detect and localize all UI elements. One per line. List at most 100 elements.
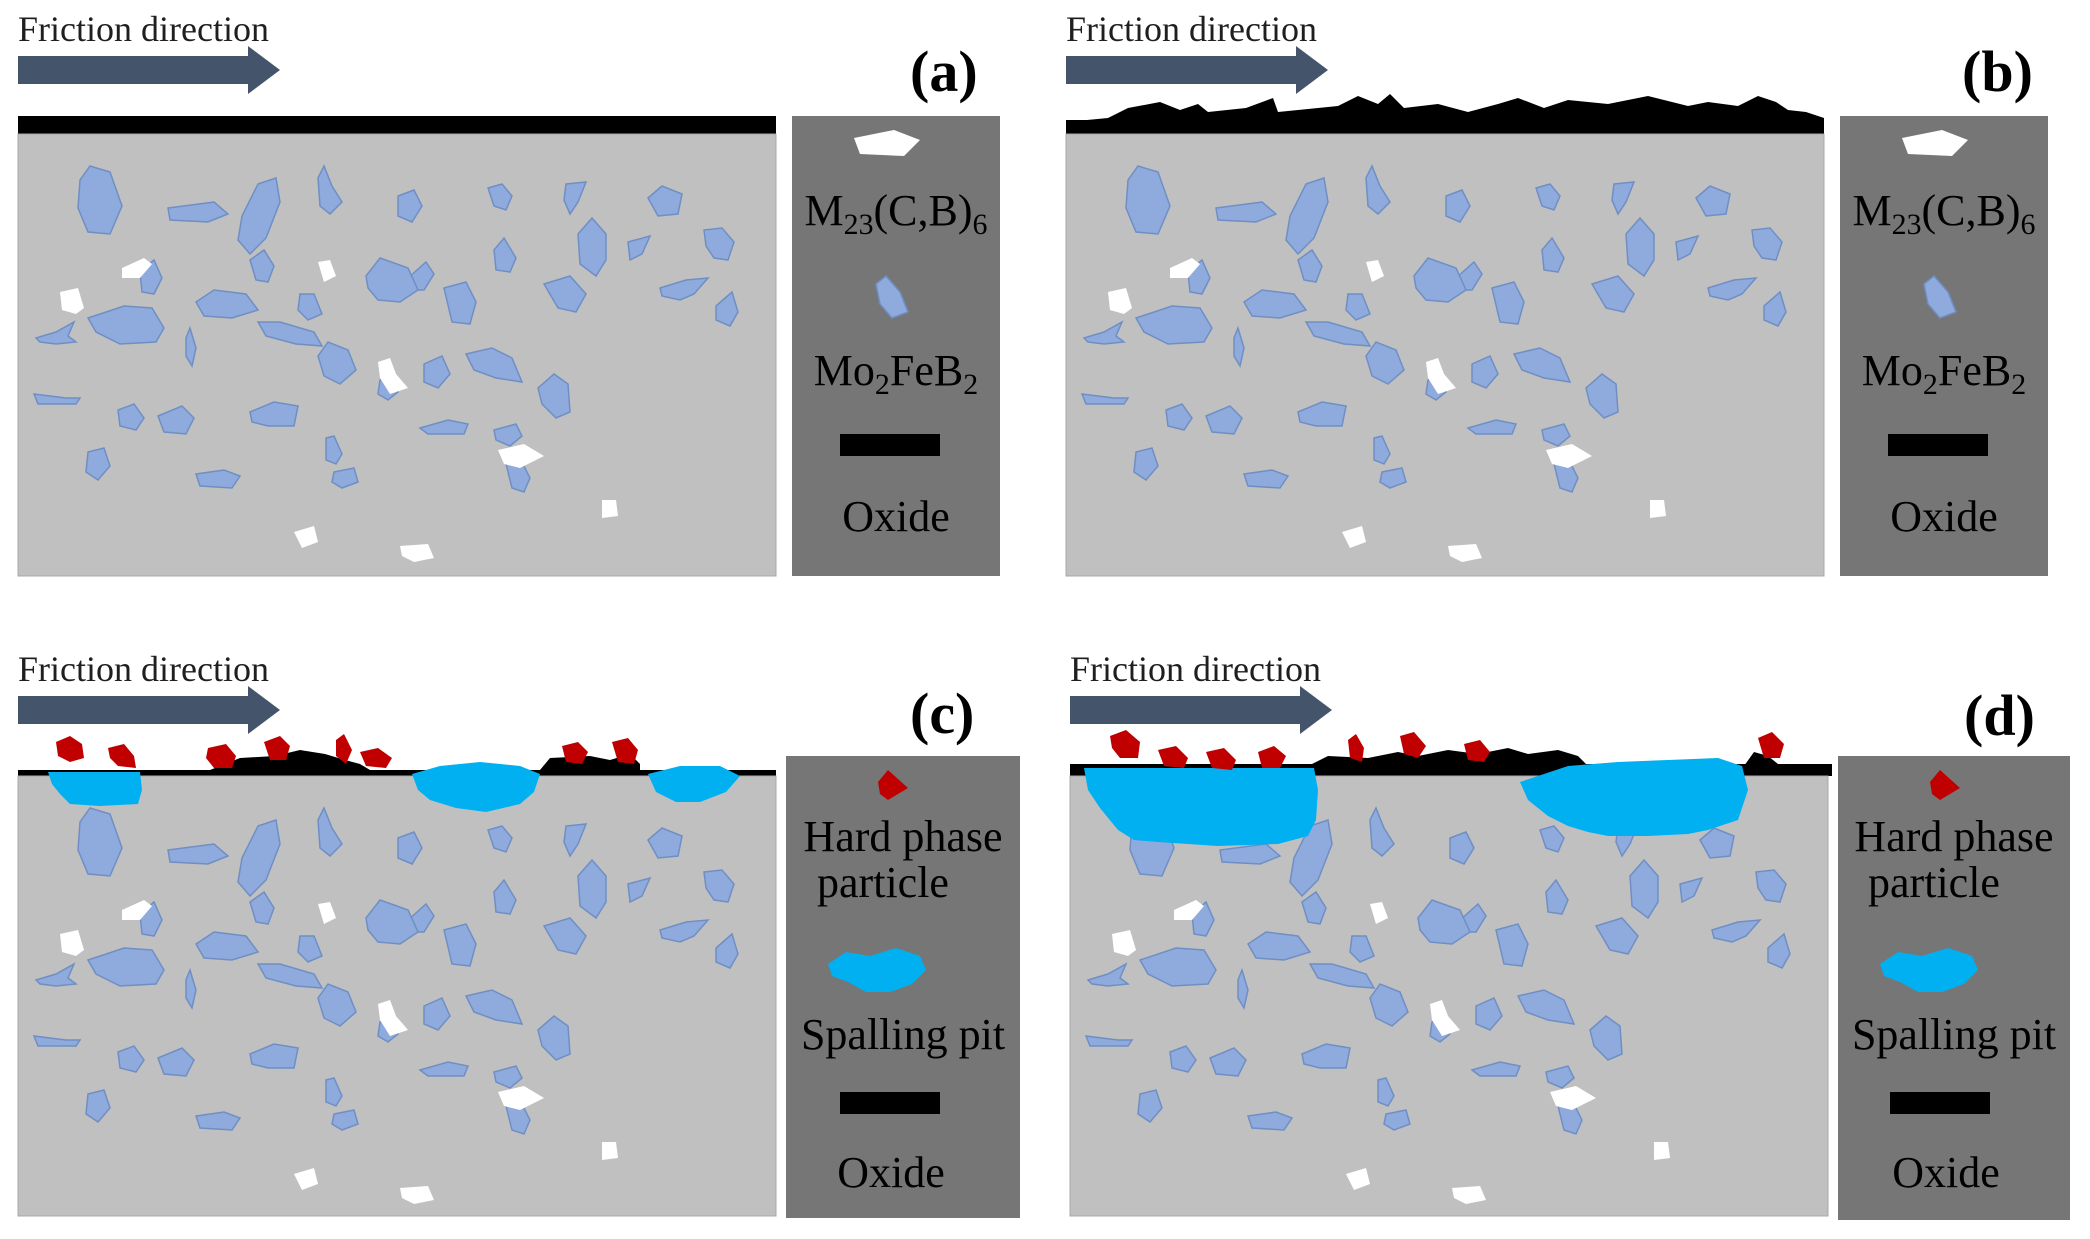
mo2feb2-boride — [157, 1047, 195, 1077]
mo2feb2-boride — [397, 831, 423, 865]
matrix — [1065, 133, 1825, 577]
m23cb6-carbide — [602, 500, 618, 518]
legend-carbide-swatch — [854, 130, 920, 156]
mo2feb2-boride — [577, 216, 607, 278]
m23cb6-carbide — [1174, 900, 1204, 920]
spalling-pit — [48, 772, 142, 806]
legend-oxide-swatch — [1890, 1092, 1990, 1114]
mo2feb2-boride — [1301, 890, 1327, 925]
mo2feb2-boride — [418, 1061, 470, 1077]
mo2feb2-boride — [1365, 164, 1391, 216]
legend-oxide-swatch — [840, 434, 940, 456]
mo2feb2-boride — [1345, 293, 1371, 321]
m23cb6-carbide — [1426, 358, 1456, 394]
m23cb6-carbide — [1366, 260, 1384, 282]
mo2feb2-boride — [1243, 469, 1290, 489]
mo2feb2-boride — [563, 823, 588, 858]
mo2feb2-boride — [1751, 227, 1783, 261]
mo2feb2-boride — [1470, 1061, 1522, 1077]
m23cb6-carbide — [1370, 902, 1388, 924]
hard-phase-particle — [1400, 732, 1426, 758]
m23cb6-carbide — [400, 1186, 434, 1204]
mo2feb2-boride — [34, 320, 78, 345]
legend-oxide-label: Oxide — [842, 492, 950, 541]
mo2feb2-boride — [1516, 989, 1576, 1025]
mo2feb2-boride — [1243, 289, 1308, 319]
m23cb6-carbide — [294, 526, 318, 548]
m23cb6-carbide — [294, 1168, 318, 1190]
mo2feb2-boride — [1133, 447, 1159, 481]
mo2feb2-boride — [537, 1015, 571, 1061]
mo2feb2-boride — [1304, 321, 1372, 347]
m23cb6-carbide — [1108, 288, 1132, 314]
friction-arrow — [1066, 46, 1328, 94]
legend-particle-line: particle — [1868, 858, 2000, 908]
hard-phase-particle — [336, 734, 352, 764]
mo2feb2-boride — [1138, 947, 1217, 987]
m23cb6-carbide — [1346, 1168, 1370, 1190]
m23cb6-carbide — [318, 902, 336, 924]
mo2feb2-boride — [542, 917, 587, 955]
legend-oxide-label: Oxide — [837, 1148, 945, 1197]
mo2feb2-boride — [77, 165, 123, 235]
legend-oxide-swatch — [1888, 434, 1988, 456]
mo2feb2-boride — [1767, 932, 1791, 969]
mo2feb2-boride — [1512, 347, 1572, 383]
mo2feb2-boride — [1134, 305, 1213, 345]
mo2feb2-boride — [1349, 935, 1375, 963]
mo2feb2-boride — [1475, 997, 1503, 1031]
hard-phase-particle — [360, 748, 392, 768]
m23cb6-carbide — [1170, 258, 1200, 278]
mo2feb2-boride — [1679, 876, 1704, 904]
mo2feb2-boride — [167, 843, 230, 865]
mo2feb2-boride — [1369, 983, 1409, 1027]
legend-hard-particle-swatch — [878, 770, 908, 800]
mo2feb2-boride — [1301, 1043, 1351, 1069]
mo2feb2-boride — [85, 1089, 111, 1123]
mo2feb2-boride — [297, 935, 323, 963]
mo2feb2-boride — [1373, 435, 1391, 465]
panel-label: (b) — [1962, 39, 2033, 104]
mo2feb2-boride — [423, 997, 451, 1031]
mo2feb2-boride — [1209, 1047, 1247, 1077]
panel-d-graphic — [1069, 686, 1832, 1217]
m23cb6-carbide — [1650, 500, 1666, 518]
mo2feb2-boride — [464, 989, 524, 1025]
m23cb6-carbide — [1448, 544, 1482, 562]
panel-a-graphic — [17, 46, 777, 577]
oxide-debris — [1744, 752, 1778, 778]
mo2feb2-boride — [487, 183, 513, 211]
legend-hard-particle-swatch — [1930, 770, 1960, 800]
mo2feb2-boride — [1086, 962, 1130, 987]
mo2feb2-boride — [1169, 1045, 1197, 1073]
panel-c-graphic — [17, 686, 777, 1217]
legend-particle-line: particle — [817, 858, 949, 908]
mo2feb2-boride — [117, 1045, 145, 1073]
legend-carbide-label: M23(C,B)6 — [1852, 186, 2036, 241]
substrate — [17, 775, 777, 1217]
mo2feb2-boride — [195, 931, 260, 961]
panel-label: (d) — [1964, 683, 2035, 748]
mo2feb2-boride — [1695, 185, 1731, 217]
mo2feb2-boride — [297, 293, 323, 321]
hard-phase-particle — [562, 742, 588, 764]
matrix — [17, 775, 777, 1217]
mo2feb2-boride — [1491, 281, 1525, 325]
substrate — [1069, 775, 1829, 1217]
mo2feb2-boride — [249, 890, 275, 925]
m23cb6-carbide — [378, 358, 408, 394]
mo2feb2-boride — [1377, 1077, 1395, 1107]
mo2feb2-boride — [256, 321, 324, 347]
mo2feb2-boride — [493, 236, 517, 273]
mo2feb2-boride — [317, 164, 343, 216]
mo2feb2-boride — [1308, 963, 1376, 989]
mo2feb2-boride — [1590, 275, 1635, 313]
mo2feb2-boride — [86, 947, 165, 987]
mo2feb2-boride — [1369, 806, 1395, 858]
mo2feb2-boride — [185, 325, 197, 368]
mo2feb2-boride — [627, 234, 652, 262]
mo2feb2-boride — [317, 341, 357, 385]
friction-arrow — [18, 46, 280, 94]
